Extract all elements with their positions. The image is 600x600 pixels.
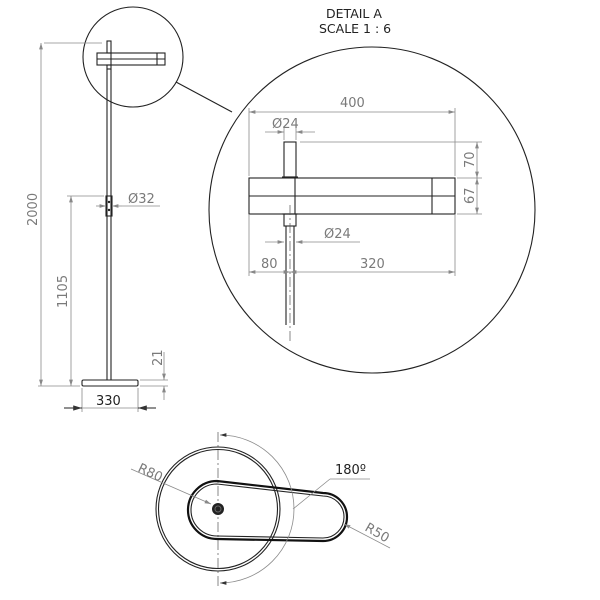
dim-total-height: 2000	[26, 193, 41, 226]
dim-right-length: 320	[360, 257, 385, 272]
dim-arm-height: 67	[463, 187, 478, 204]
dim-head-radius: R50	[362, 520, 392, 546]
detail-a-view: DETAIL A SCALE 1 : 6 400 Ø24	[208, 6, 536, 374]
dim-bottom-stub-diameter: Ø24	[324, 227, 351, 242]
dim-joint-height: 1105	[56, 275, 71, 308]
dim-base-width: 330	[96, 394, 121, 409]
side-view: 2000 1105 Ø32 21 330	[26, 6, 233, 412]
dim-base-thickness: 21	[151, 349, 166, 366]
detail-scale: SCALE 1 : 6	[319, 21, 391, 36]
rotation-arc	[219, 433, 295, 585]
dim-rotation-angle: 180º	[335, 463, 366, 478]
dim-left-offset: 80	[261, 257, 278, 272]
pole-hub	[212, 503, 224, 515]
dim-top-stub-diameter: Ø24	[272, 117, 299, 132]
detail-a-circle	[208, 46, 536, 374]
top-stub	[283, 141, 297, 178]
plan-view: 180º R80 R50	[130, 432, 392, 588]
dim-arm-length: 400	[340, 96, 365, 111]
base-plate	[81, 379, 139, 387]
detail-leader-line	[175, 81, 233, 113]
detail-title: DETAIL A	[326, 6, 382, 21]
dim-pole-diameter: Ø32	[128, 192, 155, 207]
detail-a-callout-circle	[82, 6, 184, 108]
dim-stub-height: 70	[463, 151, 478, 168]
arm-outline	[186, 479, 349, 543]
